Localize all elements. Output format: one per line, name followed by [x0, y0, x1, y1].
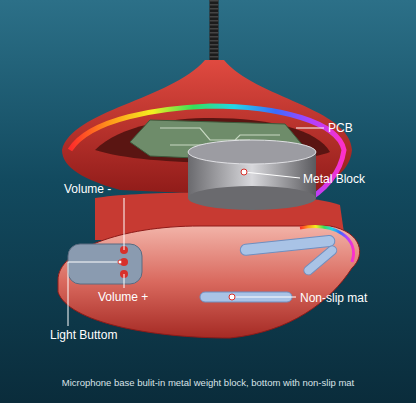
non-slip-mat [302, 244, 338, 277]
leader-lines [68, 128, 324, 326]
button-panel [68, 244, 142, 284]
leader-dot [241, 169, 247, 175]
leader-dot [229, 294, 235, 300]
part-label: Volume + [98, 290, 148, 304]
non-slip-mat [240, 235, 336, 256]
part-label: PCB [328, 121, 353, 135]
leader-dot [118, 260, 122, 264]
leader-dots [118, 169, 247, 300]
caption: Microphone base bulit-in metal weight bl… [0, 377, 416, 389]
metal-block-bottom [188, 186, 316, 210]
leader-line [244, 172, 300, 178]
part-label: Metal Block [303, 172, 365, 186]
bottom-plate [58, 226, 360, 338]
leader-line [124, 274, 125, 288]
leader-line [124, 198, 125, 250]
part-label: Non-slip mat [300, 291, 367, 305]
gooseneck [210, 0, 219, 62]
leader-line [296, 128, 324, 129]
leader-line [232, 297, 296, 298]
gooseneck-ribs [210, 0, 219, 62]
metal-block-top [188, 140, 316, 164]
part-label: Volume - [64, 182, 111, 196]
part-label: Light Buttom [50, 328, 117, 342]
